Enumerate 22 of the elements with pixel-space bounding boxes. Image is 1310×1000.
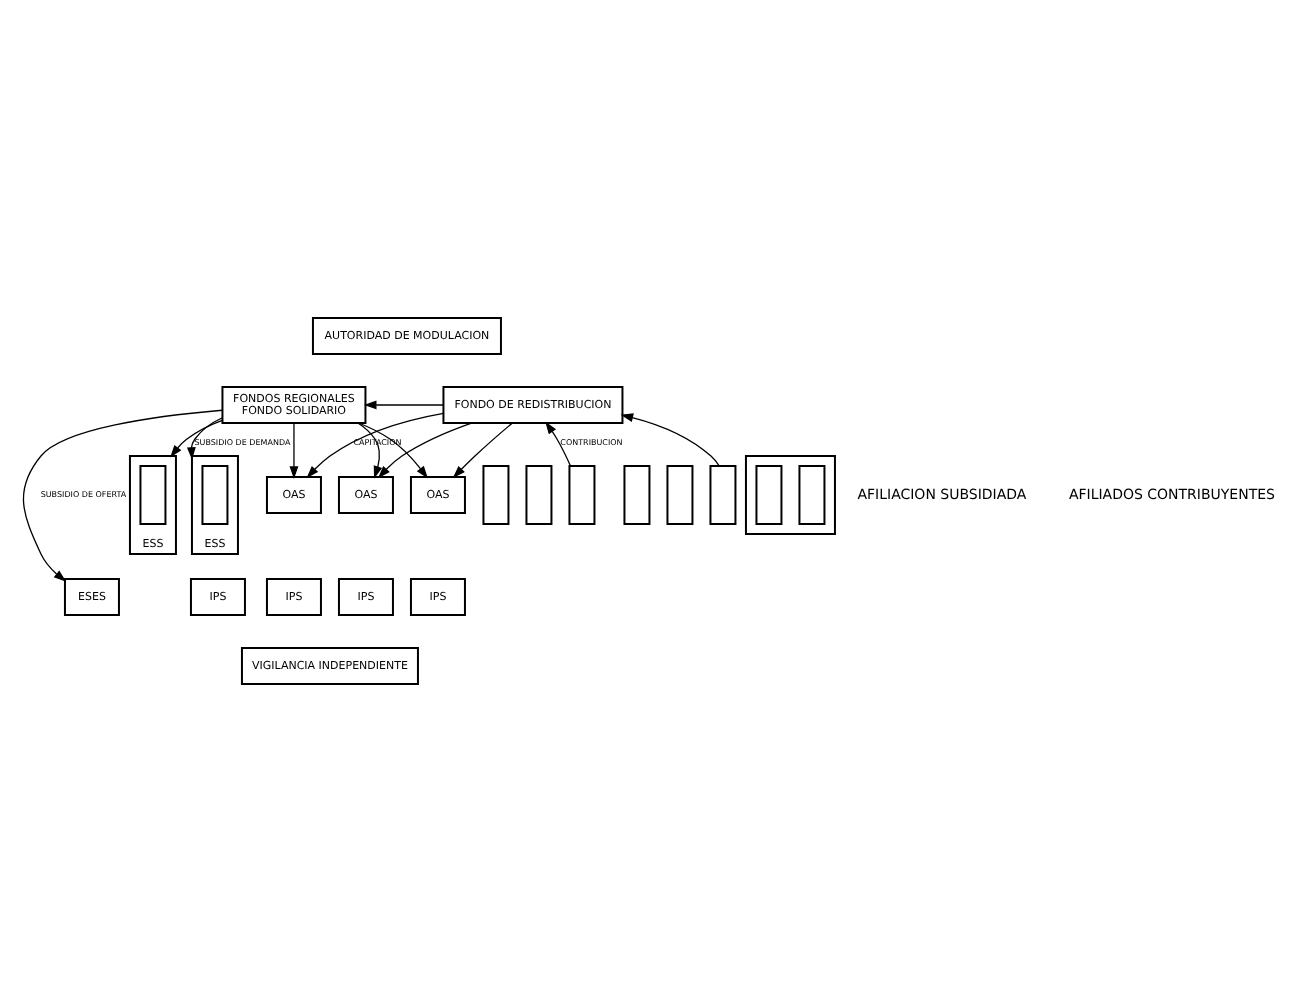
arrow bbox=[377, 421, 473, 478]
node-box bbox=[525, 464, 553, 524]
node-box bbox=[666, 464, 694, 524]
cluster bbox=[744, 454, 836, 534]
node-box bbox=[755, 464, 783, 524]
arrow bbox=[363, 399, 444, 409]
arrow bbox=[620, 412, 720, 466]
node-box bbox=[709, 464, 737, 524]
node-box bbox=[139, 464, 167, 524]
node-box bbox=[798, 464, 826, 524]
arrow bbox=[545, 420, 572, 466]
node-box bbox=[482, 464, 510, 524]
arrow bbox=[289, 421, 299, 478]
arrow bbox=[306, 411, 445, 478]
node-box bbox=[623, 464, 651, 524]
arrow bbox=[22, 408, 223, 581]
node-box bbox=[201, 464, 229, 524]
arrow bbox=[170, 418, 223, 457]
arrow bbox=[186, 416, 223, 459]
arrow bbox=[452, 421, 513, 478]
arrow bbox=[358, 421, 428, 478]
node-box bbox=[568, 464, 596, 524]
